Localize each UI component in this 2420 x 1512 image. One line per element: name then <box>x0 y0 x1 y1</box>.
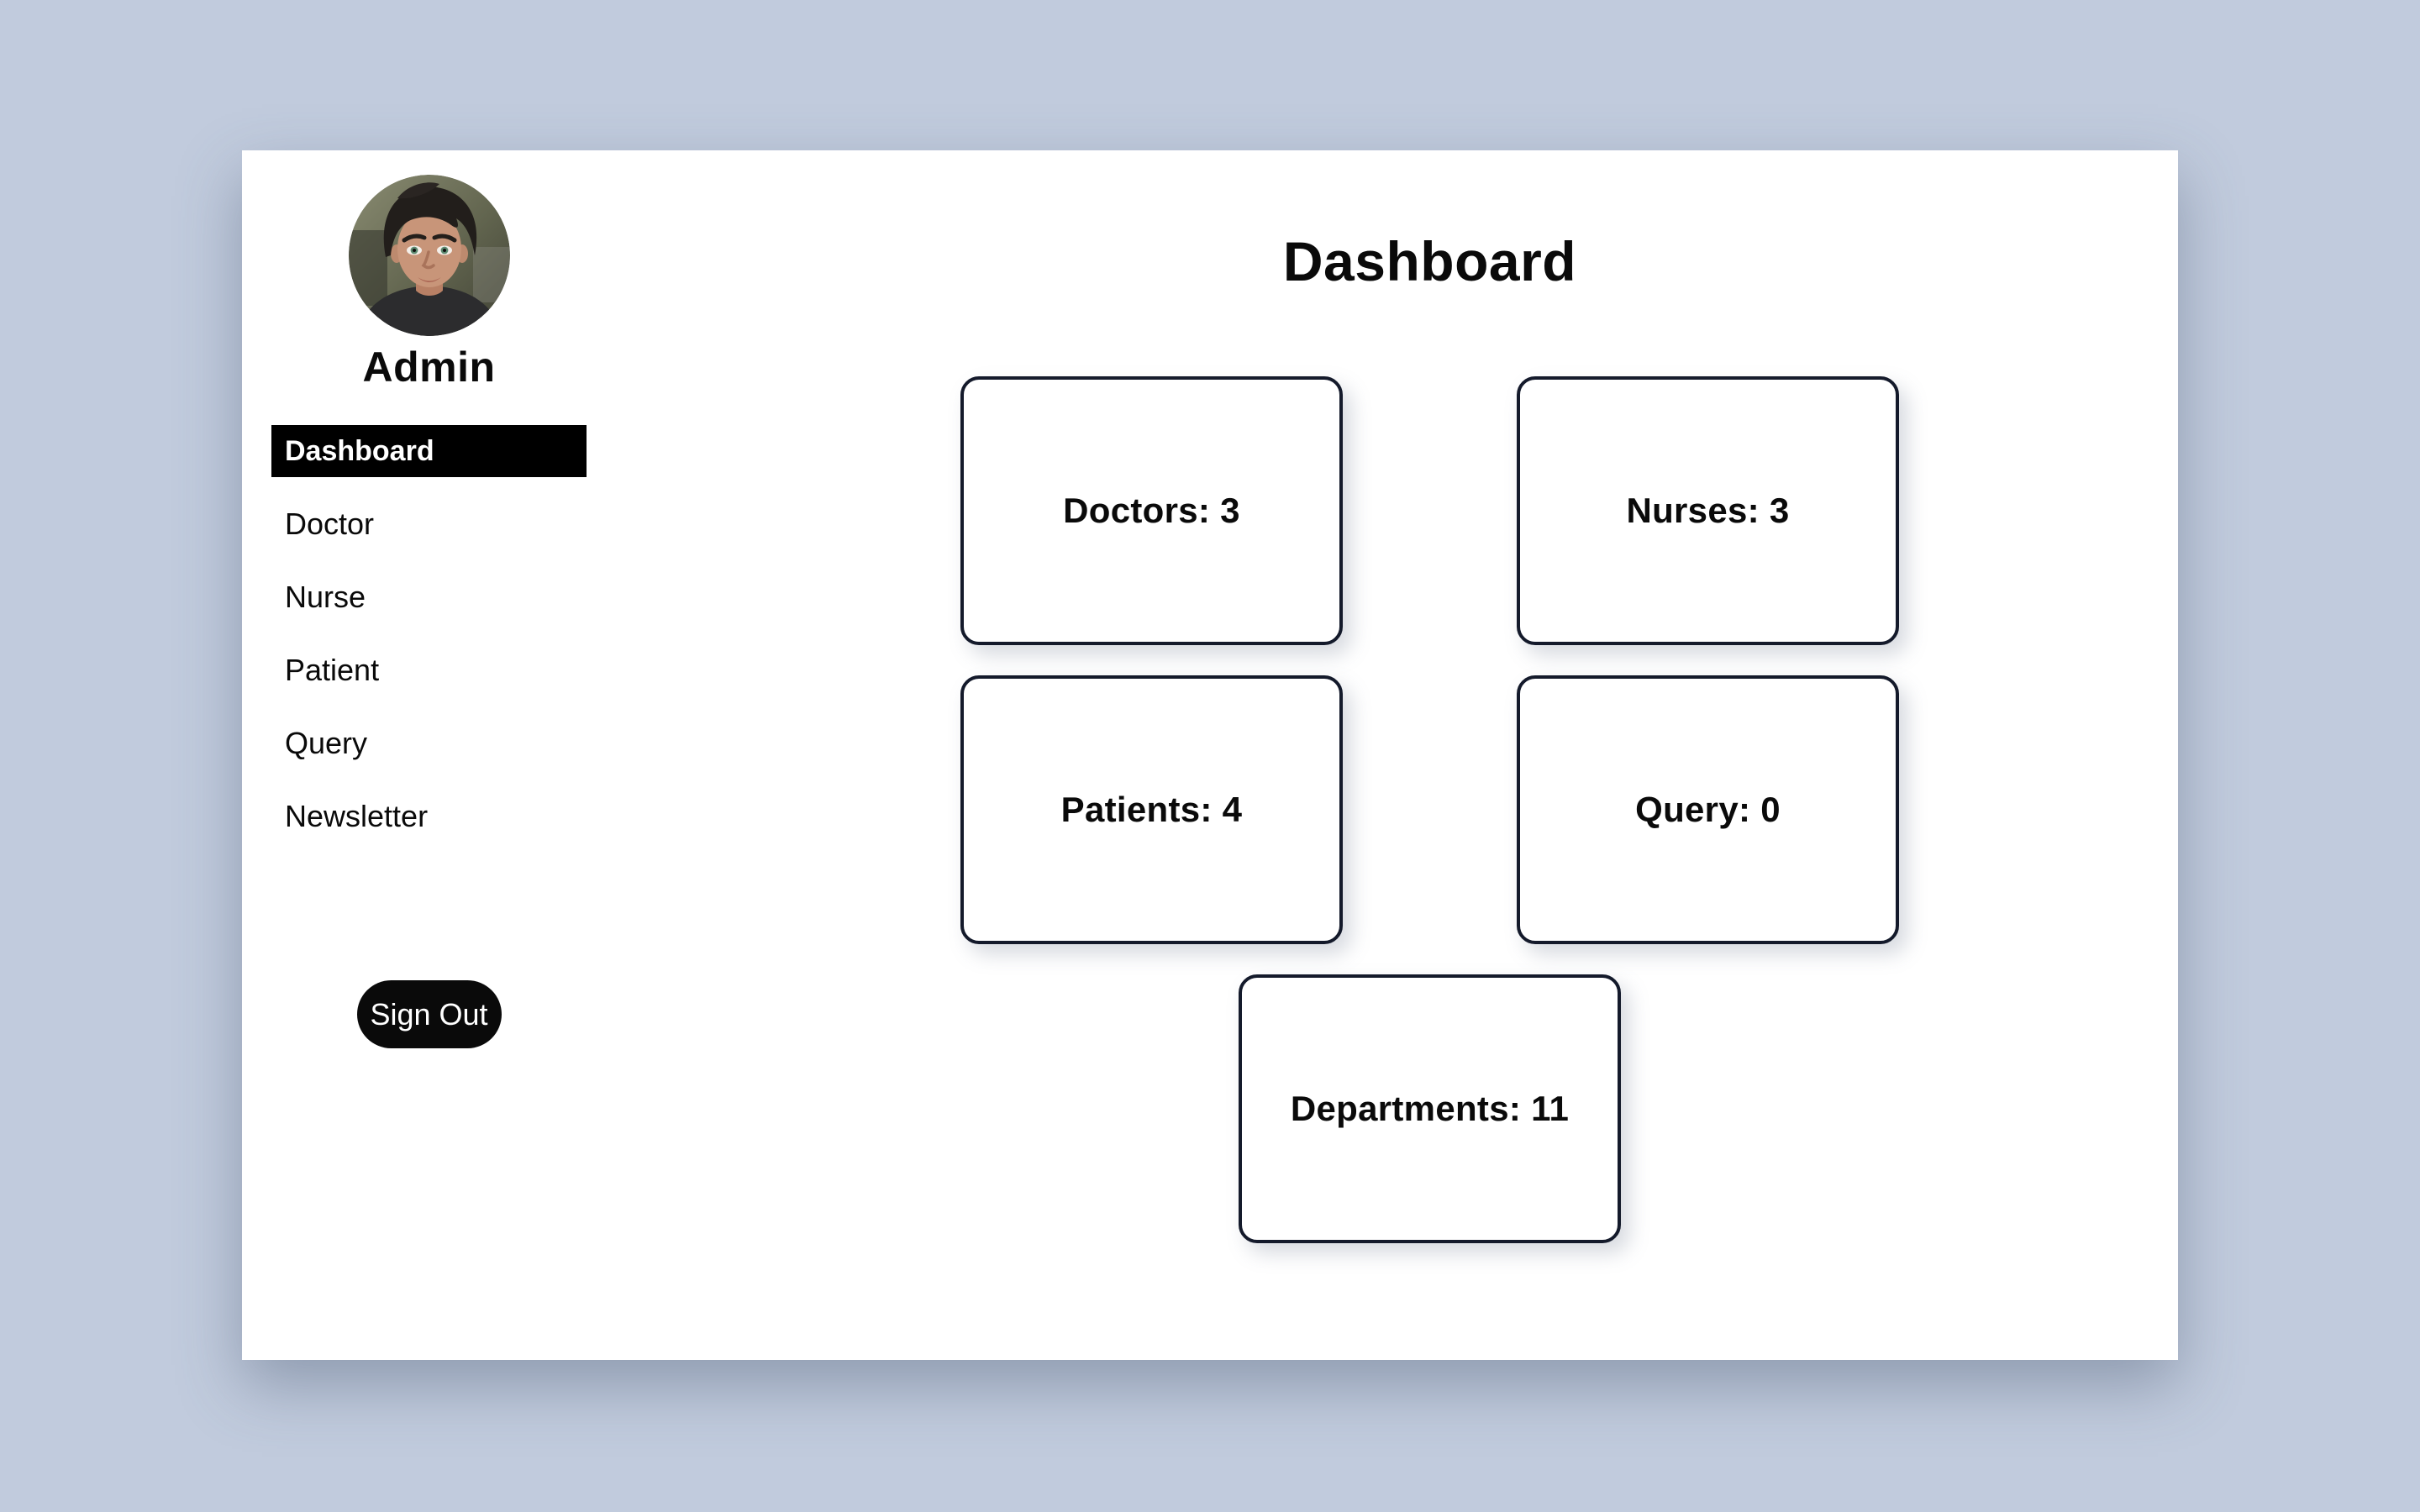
sidebar: Admin Dashboard Doctor Nurse Patient Que… <box>271 175 587 1048</box>
page-title: Dashboard <box>1282 230 1577 292</box>
stat-card-patients: Patients: 4 <box>960 675 1343 944</box>
stats-grid: Doctors: 3 Nurses: 3 Patients: 4 Query: … <box>960 376 1899 1243</box>
sidebar-item-patient[interactable]: Patient <box>271 644 587 696</box>
sidebar-item-query[interactable]: Query <box>271 717 587 769</box>
sidebar-item-label: Doctor <box>285 507 375 541</box>
sidebar-item-nurse[interactable]: Nurse <box>271 571 587 623</box>
sidebar-item-dashboard[interactable]: Dashboard <box>271 425 587 477</box>
sidebar-item-newsletter[interactable]: Newsletter <box>271 790 587 843</box>
sign-out-button[interactable]: Sign Out <box>356 980 502 1048</box>
sidebar-nav: Dashboard Doctor Nurse Patient Query New… <box>271 425 587 843</box>
app-panel: Admin Dashboard Doctor Nurse Patient Que… <box>242 150 2178 1360</box>
stat-card-departments: Departments: 11 <box>1239 974 1621 1243</box>
avatar <box>348 175 510 336</box>
admin-username: Admin <box>362 344 496 391</box>
avatar-image <box>348 175 510 336</box>
sidebar-item-label: Nurse <box>285 580 366 614</box>
stat-card-query: Query: 0 <box>1517 675 1899 944</box>
stat-card-nurses: Nurses: 3 <box>1517 376 1899 645</box>
sidebar-item-label: Newsletter <box>285 799 429 833</box>
sidebar-item-doctor[interactable]: Doctor <box>271 498 587 550</box>
sidebar-item-label: Query <box>285 726 368 760</box>
sidebar-item-label: Dashboard <box>285 434 434 467</box>
stat-card-doctors: Doctors: 3 <box>960 376 1343 645</box>
sidebar-item-label: Patient <box>285 653 380 687</box>
